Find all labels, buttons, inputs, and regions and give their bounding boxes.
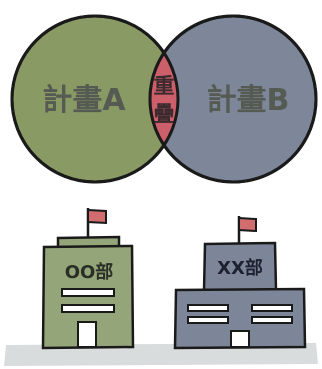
venn-right-outline bbox=[148, 14, 318, 184]
building-left-window-1 bbox=[61, 288, 115, 297]
building-right-window-1 bbox=[187, 304, 229, 312]
venn-overlap-label-bottom: 疊 bbox=[154, 102, 175, 126]
venn-left-outline bbox=[10, 14, 180, 184]
venn-overlap-label-top: 重 bbox=[154, 74, 175, 98]
building-left-window-2 bbox=[61, 304, 115, 313]
venn-right-label: 計畫B bbox=[207, 83, 290, 118]
flag-left bbox=[87, 208, 107, 225]
building-right-window-2 bbox=[187, 316, 229, 324]
building-right-body bbox=[173, 287, 307, 350]
building-left: OO部 bbox=[41, 208, 135, 350]
building-right-sign: XX部 bbox=[217, 257, 263, 279]
venn-left-label: 計畫A bbox=[42, 83, 126, 118]
building-right: XX部 bbox=[173, 216, 307, 350]
building-right-window-3 bbox=[251, 304, 293, 312]
building-left-sign: OO部 bbox=[65, 261, 114, 283]
flag-right bbox=[238, 216, 257, 233]
building-right-window-4 bbox=[251, 316, 293, 324]
building-left-door bbox=[77, 321, 97, 348]
building-right-door bbox=[230, 330, 250, 348]
venn-diagram: 計畫A 計畫B 重 疊 bbox=[10, 14, 318, 184]
